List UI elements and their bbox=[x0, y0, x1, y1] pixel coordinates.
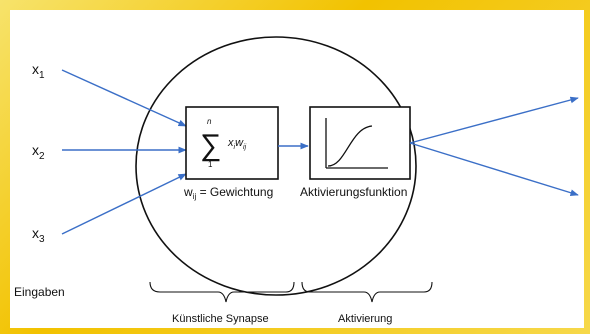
sum-upper-limit: n bbox=[207, 117, 212, 126]
sigma-symbol: ∑ bbox=[200, 129, 221, 162]
input-arrow-1 bbox=[61, 69, 187, 127]
input-label-x3: x3 bbox=[32, 225, 45, 245]
sum-term: xiwij bbox=[227, 137, 247, 151]
activation-label: Aktivierung bbox=[338, 313, 392, 325]
diagram-canvas: x1 x2 x3 n ∑ 1 xiwij wij = Gewichtung bbox=[10, 10, 584, 328]
neuron-diagram: x1 x2 x3 n ∑ 1 xiwij wij = Gewichtung bbox=[14, 36, 579, 325]
sigmoid-plot-icon bbox=[325, 118, 388, 169]
activation-caption: Aktivierungsfunktion bbox=[300, 185, 407, 199]
synapse-brace bbox=[149, 281, 295, 303]
output-arrow-1 bbox=[409, 96, 579, 144]
neuron-ellipse bbox=[135, 36, 417, 296]
sum-box bbox=[185, 106, 279, 180]
sum-lower-limit: 1 bbox=[208, 160, 213, 169]
input-label-x1: x1 bbox=[32, 61, 45, 81]
synapse-label: Künstliche Synapse bbox=[172, 313, 269, 325]
inputs-caption: Eingaben bbox=[14, 285, 65, 299]
activation-brace bbox=[301, 281, 433, 303]
weight-caption: wij = Gewichtung bbox=[183, 185, 273, 201]
input-arrow-3 bbox=[61, 173, 187, 235]
input-label-x2: x2 bbox=[32, 142, 45, 162]
output-arrow-2 bbox=[409, 142, 579, 196]
